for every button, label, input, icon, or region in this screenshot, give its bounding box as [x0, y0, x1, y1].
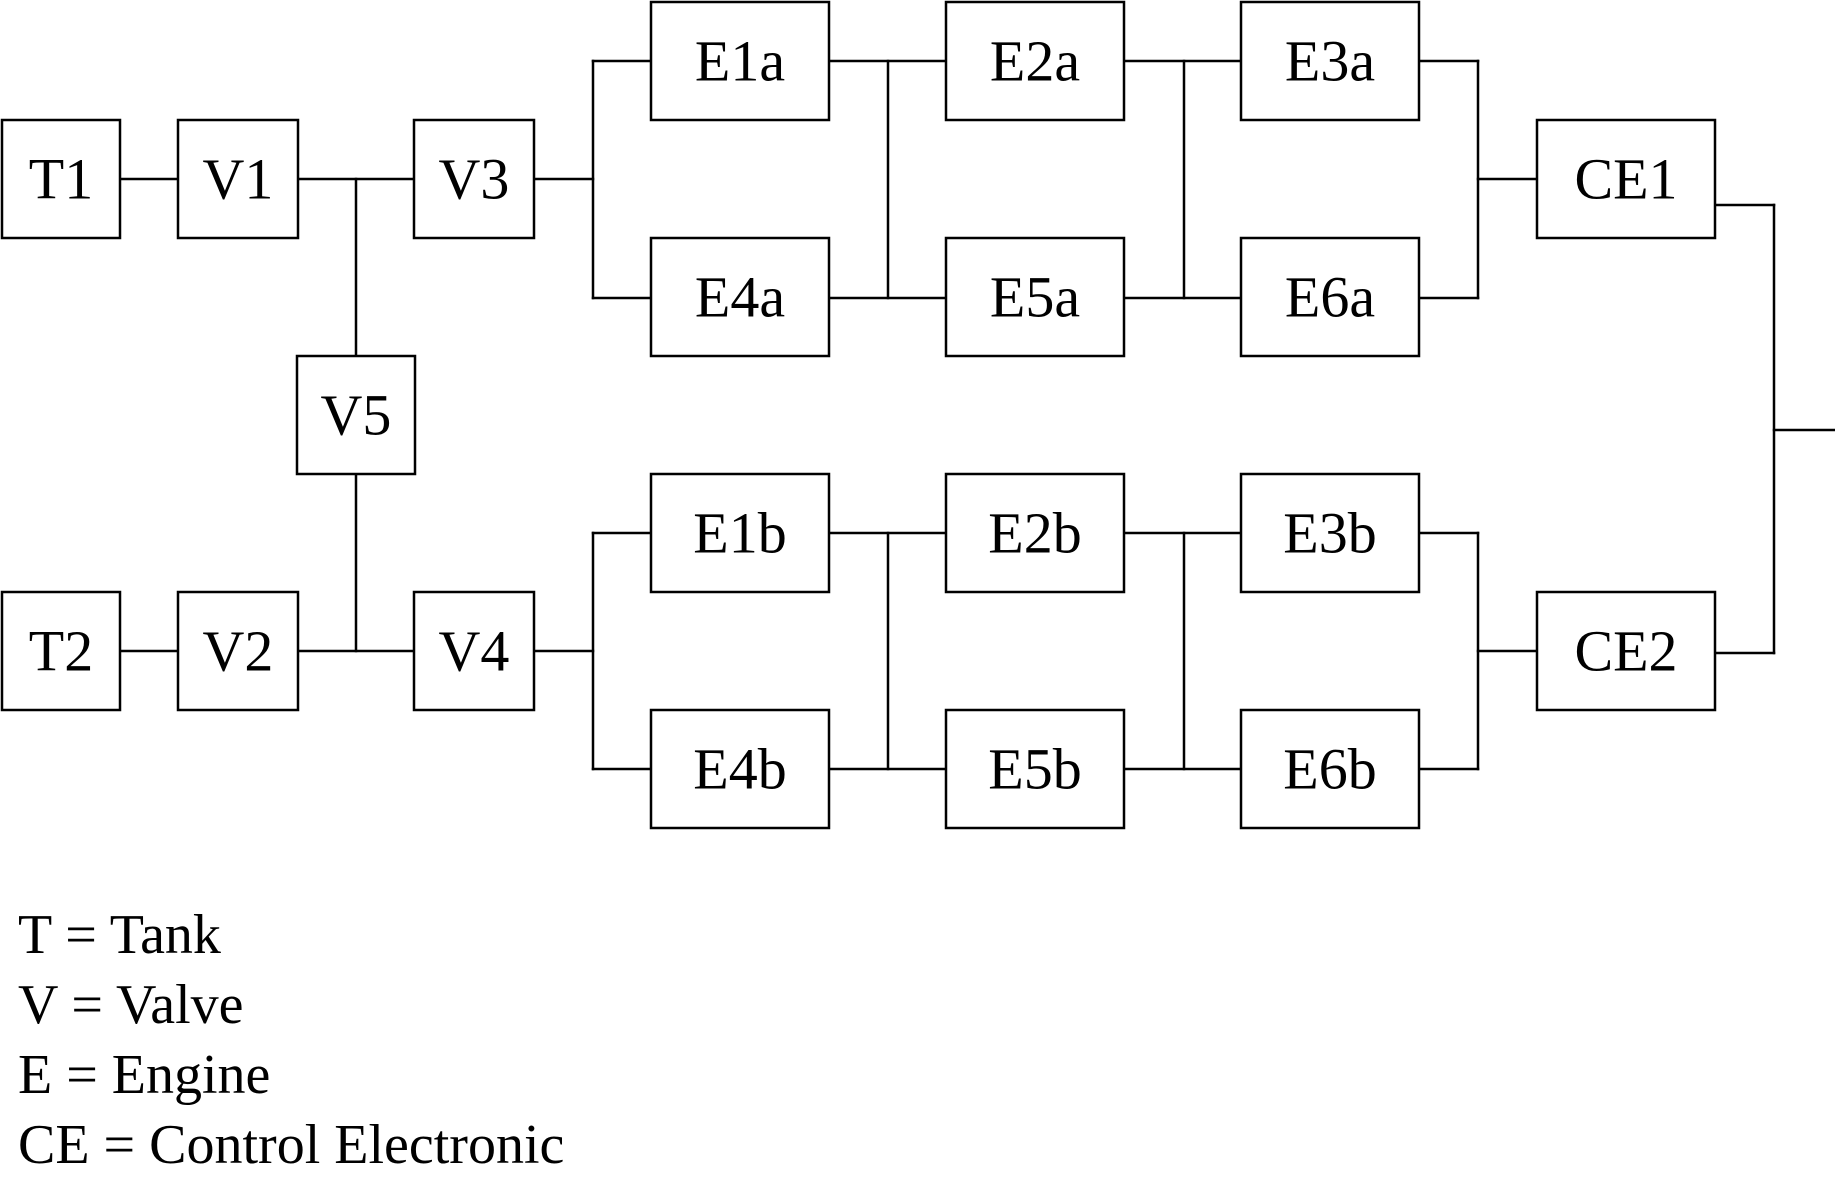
legend-item-engine: E = Engine: [18, 1044, 271, 1106]
block-label: E3b: [1283, 501, 1376, 566]
block-label: V5: [321, 383, 392, 448]
component-blocks: T1 V1 V3 V5 T2 V2 V4 E1a: [0, 0, 1717, 830]
block-t2: T2: [0, 590, 122, 712]
block-v4: V4: [412, 590, 536, 712]
block-e6b: E6b: [1239, 708, 1421, 830]
legend-item-control-electronic: CE = Control Electronic: [18, 1114, 565, 1176]
block-e4b: E4b: [649, 708, 831, 830]
block-label: E3a: [1285, 29, 1375, 94]
block-label: E5a: [990, 265, 1080, 330]
block-v3: V3: [412, 118, 536, 240]
block-v5: V5: [295, 354, 417, 476]
block-label: E2b: [988, 501, 1081, 566]
connection-lines: [118, 59, 1835, 771]
block-ce2: CE2: [1535, 590, 1717, 712]
block-label: E4a: [695, 265, 785, 330]
block-e1a: E1a: [649, 0, 831, 122]
block-label: E6a: [1285, 265, 1375, 330]
block-label: E1a: [695, 29, 785, 94]
block-label: V1: [203, 147, 274, 212]
block-e1b: E1b: [649, 472, 831, 594]
legend-item-tank: T = Tank: [18, 904, 221, 966]
block-label: E5b: [988, 737, 1081, 802]
block-e4a: E4a: [649, 236, 831, 358]
block-e5b: E5b: [944, 708, 1126, 830]
block-v1: V1: [176, 118, 300, 240]
block-label: V2: [203, 619, 274, 684]
block-label: T1: [29, 147, 93, 212]
block-label: E1b: [693, 501, 786, 566]
block-t1: T1: [0, 118, 122, 240]
block-ce1: CE1: [1535, 118, 1717, 240]
block-e6a: E6a: [1239, 236, 1421, 358]
block-e2b: E2b: [944, 472, 1126, 594]
block-label: E4b: [693, 737, 786, 802]
block-label: CE2: [1574, 619, 1677, 684]
legend-item-valve: V = Valve: [18, 974, 244, 1036]
block-e2a: E2a: [944, 0, 1126, 122]
block-e5a: E5a: [944, 236, 1126, 358]
block-label: E2a: [990, 29, 1080, 94]
block-label: E6b: [1283, 737, 1376, 802]
block-label: V3: [439, 147, 510, 212]
block-e3b: E3b: [1239, 472, 1421, 594]
legend: T = Tank V = Valve E = Engine CE = Contr…: [18, 900, 564, 1180]
block-e3a: E3a: [1239, 0, 1421, 122]
block-v2: V2: [176, 590, 300, 712]
block-label: CE1: [1574, 147, 1677, 212]
block-label: T2: [29, 619, 93, 684]
block-label: V4: [439, 619, 510, 684]
